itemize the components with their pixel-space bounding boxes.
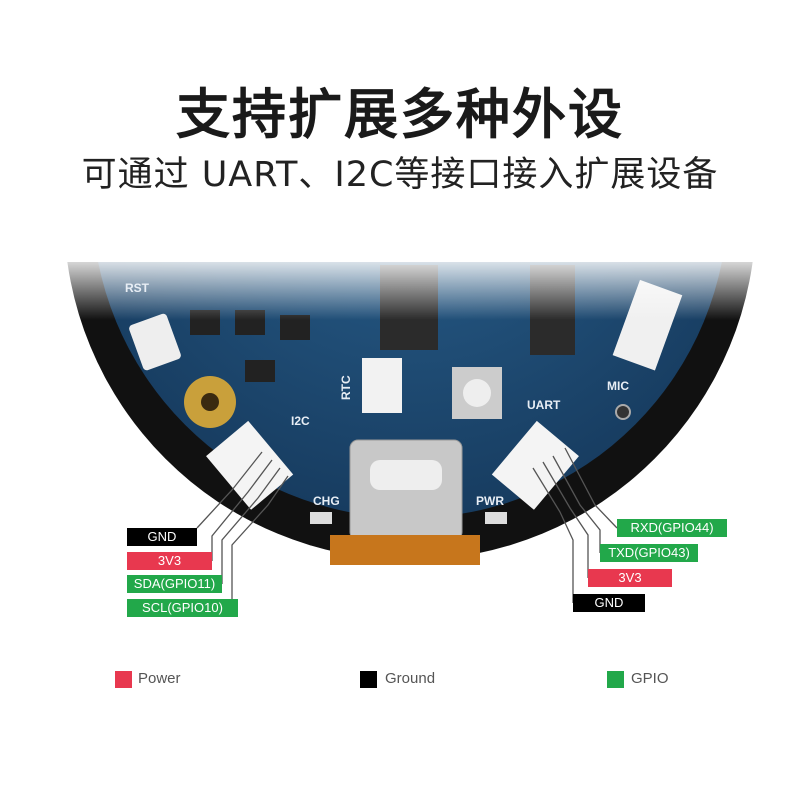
pin-label-uart-gnd: GND — [573, 594, 645, 612]
legend-label-power: Power — [138, 670, 181, 687]
pin-label-i2c-3v3: 3V3 — [127, 552, 212, 570]
legend-label-ground: Ground — [385, 670, 436, 687]
legend-label-gpio: GPIO — [631, 670, 669, 687]
pin-label-uart-3v3: 3V3 — [588, 569, 672, 587]
board-label-mic: MIC — [607, 379, 629, 393]
pin-label-i2c-gnd: GND — [127, 528, 197, 546]
legend-swatch-ground — [360, 671, 377, 688]
i2c-connector — [206, 420, 294, 510]
legend-swatch-power — [115, 671, 132, 688]
board-label-i2c: I2C — [291, 414, 310, 428]
board-label-rst: RST — [125, 281, 150, 295]
pin-label-scl: SCL(GPIO10) — [127, 599, 238, 617]
page-title: 支持扩展多种外设 — [176, 83, 624, 146]
chg-led — [310, 512, 332, 524]
pin-label-txd: TXD(GPIO43) — [600, 544, 698, 562]
board-label-rtc: RTC — [339, 375, 353, 400]
board-label-uart: UART — [527, 398, 561, 412]
pin-leader-lines — [196, 447, 618, 607]
rtc-connector — [362, 358, 402, 413]
uart-connector — [491, 420, 579, 510]
pin-label-rxd: RXD(GPIO44) — [617, 519, 727, 537]
pin-label-sda: SDA(GPIO11) — [127, 575, 222, 593]
mic-hole — [615, 404, 631, 420]
legend-swatch-gpio — [607, 671, 624, 688]
rst-button — [129, 313, 181, 371]
board-label-pwr: PWR — [476, 494, 504, 508]
pwr-led — [485, 512, 507, 524]
board-label-chg: CHG — [313, 494, 340, 508]
page-subtitle: 可通过 UART、I2C等接口接入扩展设备 — [81, 155, 719, 195]
